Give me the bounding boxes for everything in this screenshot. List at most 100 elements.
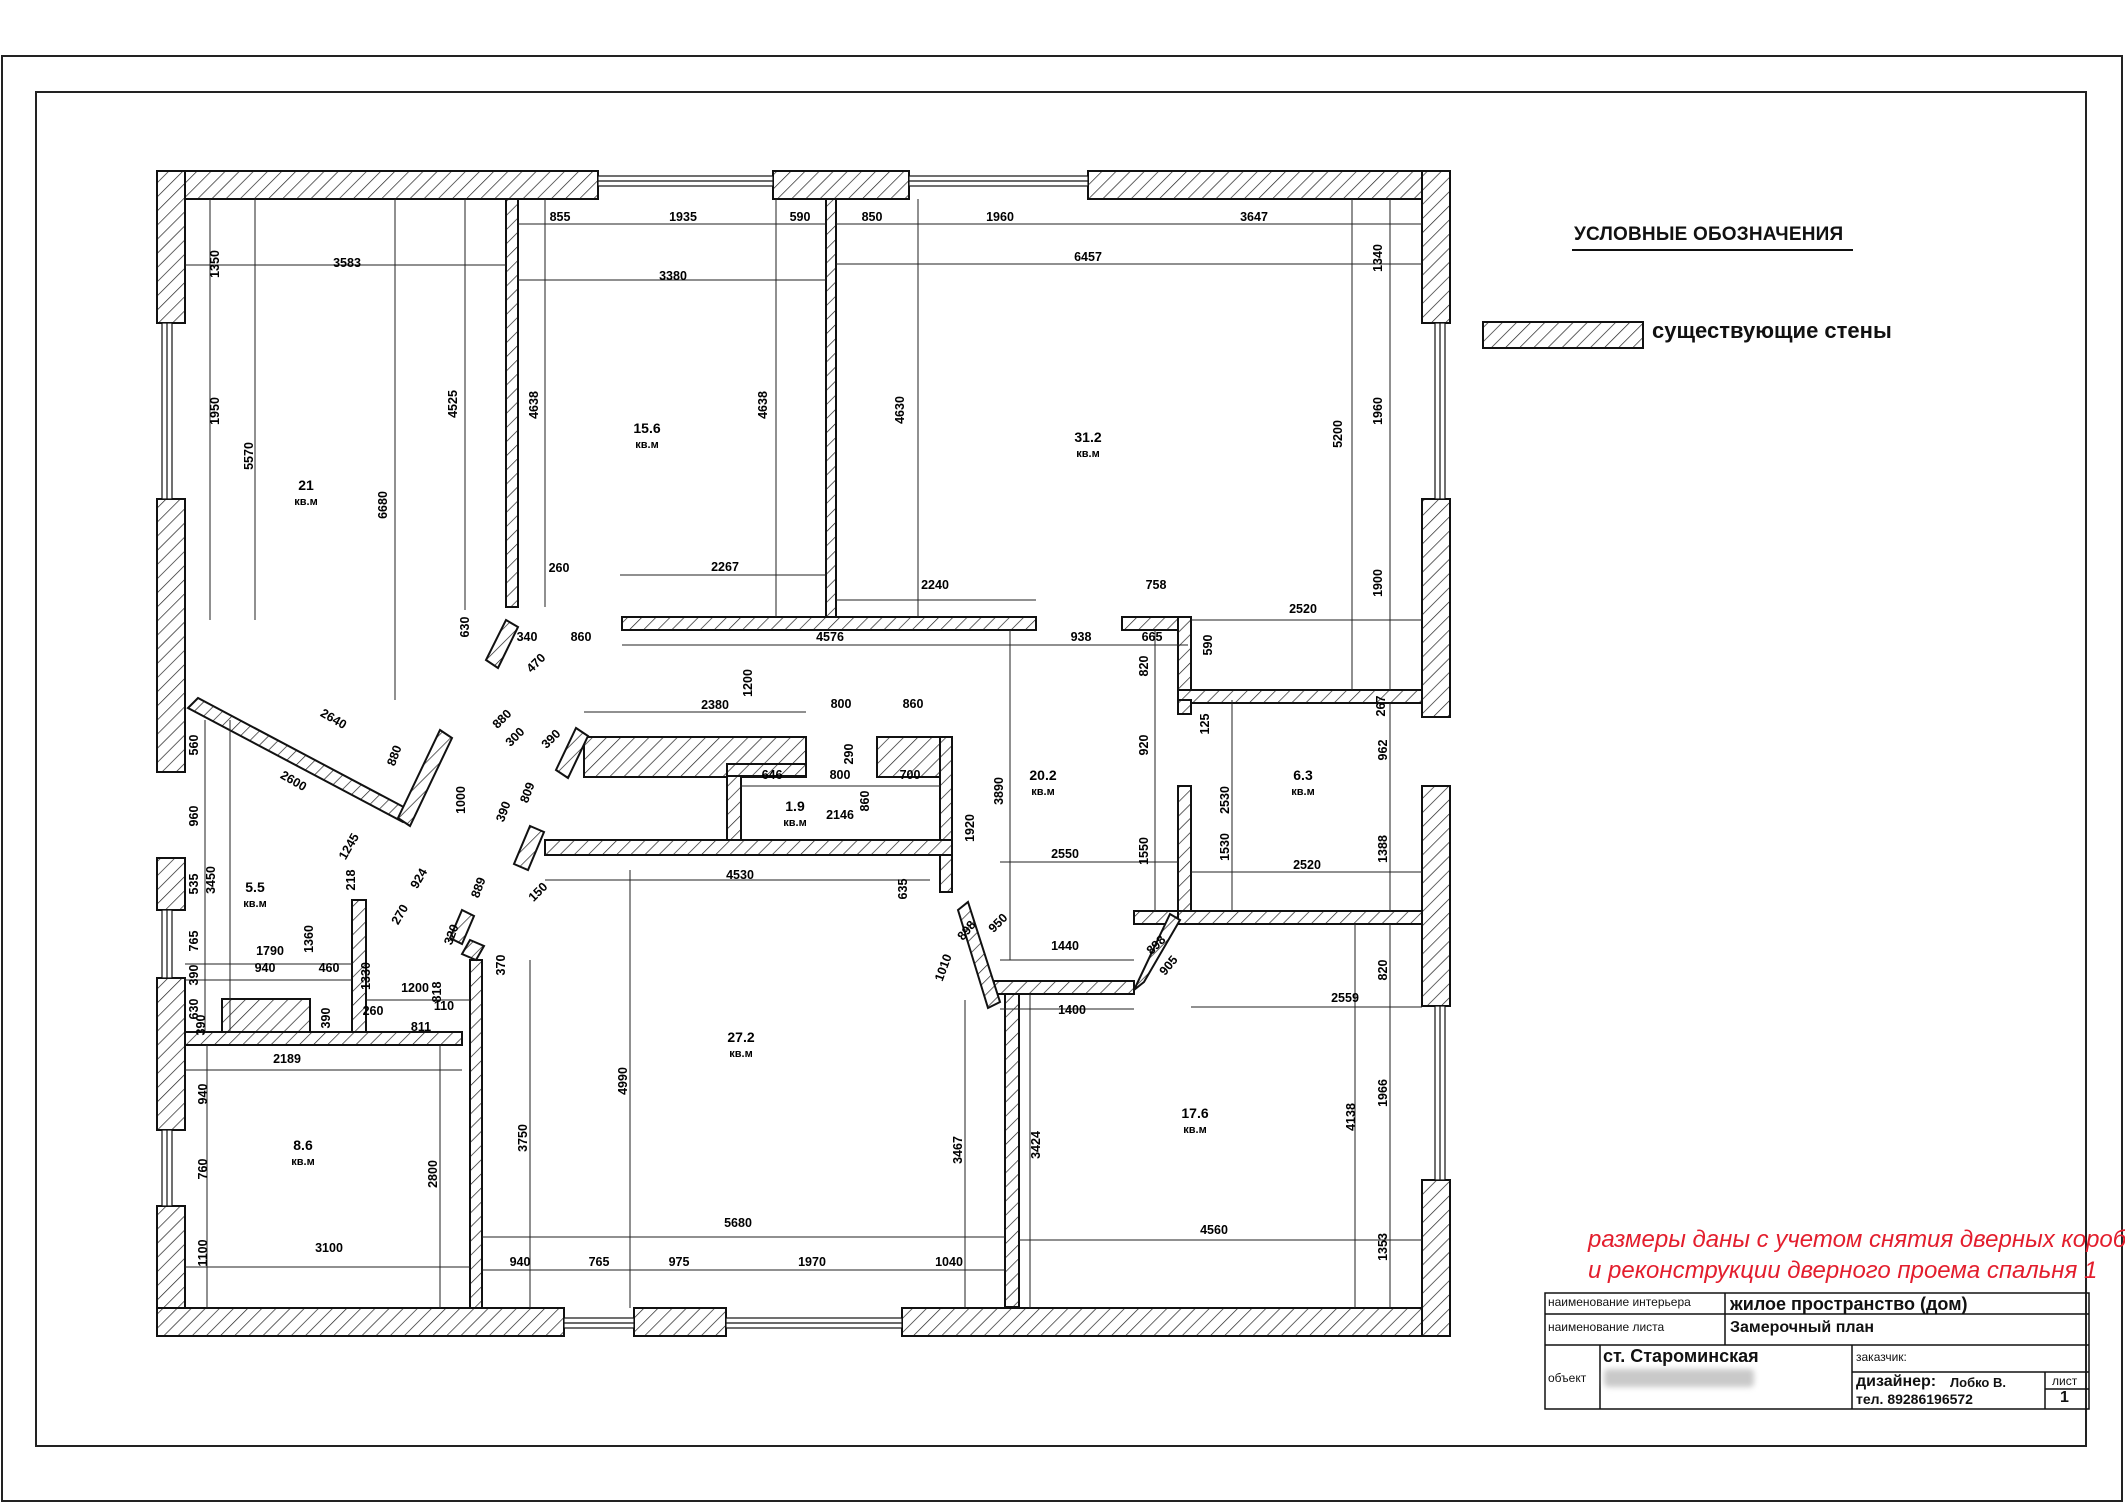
dimension-label: 2550 [1051,847,1079,861]
dimension-label: 905 [1157,953,1181,978]
dimension-label: 800 [830,768,851,782]
dimension-label: 300 [503,725,528,750]
dimension-label: 6457 [1074,250,1102,264]
dimension-label: 1920 [963,814,977,842]
room-area-1: 15.6 [633,420,660,436]
room-area-8: 17.6 [1181,1105,1208,1121]
dimension-label: 1935 [669,210,697,224]
interior-walls [184,198,1423,1309]
title-block-sheet-value: Замерочный план [1730,1319,1875,1336]
dimension-label: 390 [493,799,513,823]
dimension-label: 758 [1146,578,1167,592]
dimension-label: 320 [441,922,461,946]
room-area-0: 21 [298,477,314,493]
dimension-label: 4638 [756,391,770,419]
dimension-label: 260 [363,1004,384,1018]
dimension-label: 460 [319,961,340,975]
dimension-label: 1530 [1218,833,1232,861]
room-area-6: 5.5 [245,879,265,895]
dimension-label: 940 [255,961,276,975]
dimension-label: 125 [1198,714,1212,735]
dimension-label: 1440 [1051,939,1079,953]
title-block-object-label: объект [1548,1371,1587,1385]
inner-frame [35,91,2087,1447]
dimension-label: 3647 [1240,210,1268,224]
dimension-label: 110 [434,999,454,1013]
dimension-label: 665 [1142,630,1163,644]
dimension-label: 290 [842,744,856,765]
dimension-label: 267 [1374,696,1388,717]
dimension-label: 860 [858,791,872,812]
title-block-sheet-no-label: лист [2052,1374,2078,1388]
dimension-label: 1966 [1376,1079,1390,1107]
title-block-phone: тел. 89286196572 [1856,1391,1973,1407]
angled-walls [186,618,1182,1010]
dimension-label: 1960 [1371,397,1385,425]
dimension-label: 390 [539,727,564,752]
dimension-label: 760 [196,1159,210,1180]
dimension-label: 1245 [336,831,362,862]
dimension-label: 5570 [242,442,256,470]
dimension-label: 4138 [1344,1103,1358,1131]
room-unit-7: кв.м [729,1048,752,1060]
dimension-label: 470 [524,651,549,676]
dimension-label: 646 [762,768,783,782]
dimension-label: 2530 [1218,786,1232,814]
note-line-2: и реконструкции дверного проема спальня … [1588,1257,2098,1284]
dimension-label: 924 [408,866,431,891]
dimension-label: 1353 [1376,1233,1390,1261]
dimension-label: 800 [831,697,852,711]
dimension-label: 390 [187,965,201,986]
outer-frame [1,55,2123,1502]
legend-title: УСЛОВНЫЕ ОБОЗНАЧЕНИЯ [1572,224,1854,251]
redacted-address [1604,1369,1754,1387]
dimension-label: 1388 [1376,835,1390,863]
dimension-label: 1950 [208,397,222,425]
dimension-label: 2146 [826,808,854,822]
dimension-label: 880 [384,743,404,767]
windows [161,175,1446,1329]
dimension-label: 260 [549,561,570,575]
dimension-label: 1200 [401,981,429,995]
room-area-5: 1.9 [785,798,805,814]
title-block-sheet-label: наименование листа [1548,1320,1665,1334]
legend-wall-symbol [1482,321,1644,349]
dimension-label: 3890 [992,777,1006,805]
title-block-designer-name: Лобко В. [1950,1375,2006,1390]
room-unit-3: кв.м [1031,786,1054,798]
dimension-label: 1000 [454,786,468,814]
room-area-7: 27.2 [727,1029,754,1045]
dimension-label: 1400 [1058,1003,1086,1017]
room-area-9: 8.6 [293,1137,313,1153]
room-unit-4: кв.м [1291,786,1314,798]
dimension-label: 2380 [701,698,729,712]
title-block-interior-value: жилое пространство (дом) [1730,1294,1968,1314]
dimension-label: 2640 [318,706,349,732]
dimension-label: 4560 [1200,1223,1228,1237]
dimension-label: 3583 [333,256,361,270]
dimension-label: 6680 [376,491,390,519]
dimension-label: 3100 [315,1241,343,1255]
dimension-label: 218 [344,870,358,891]
dimension-label: 920 [1137,735,1151,756]
dimension-label: 150 [526,880,551,905]
dimension-label: 1340 [1371,244,1385,272]
dimension-label: 340 [517,630,538,644]
room-unit-8: кв.м [1183,1124,1206,1136]
dimension-label: 811 [411,1020,431,1034]
dimension-label: 938 [1071,630,1092,644]
dimension-label: 2267 [711,560,739,574]
title-block-customer-label: заказчик: [1856,1350,1907,1364]
dimension-lines [185,199,1422,1308]
dimension-label: 5680 [724,1216,752,1230]
dimension-label: 950 [986,911,1011,936]
room-unit-6: кв.м [243,898,266,910]
room-unit-2: кв.м [1076,448,1099,460]
dimension-label: 1100 [196,1239,210,1266]
dimension-label: 390 [194,1015,208,1036]
note-line-1: размеры даны с учетом снятия дверных кор… [1588,1226,2125,1253]
dimension-label: 818 [430,982,444,1003]
dimension-label: 860 [903,697,924,711]
